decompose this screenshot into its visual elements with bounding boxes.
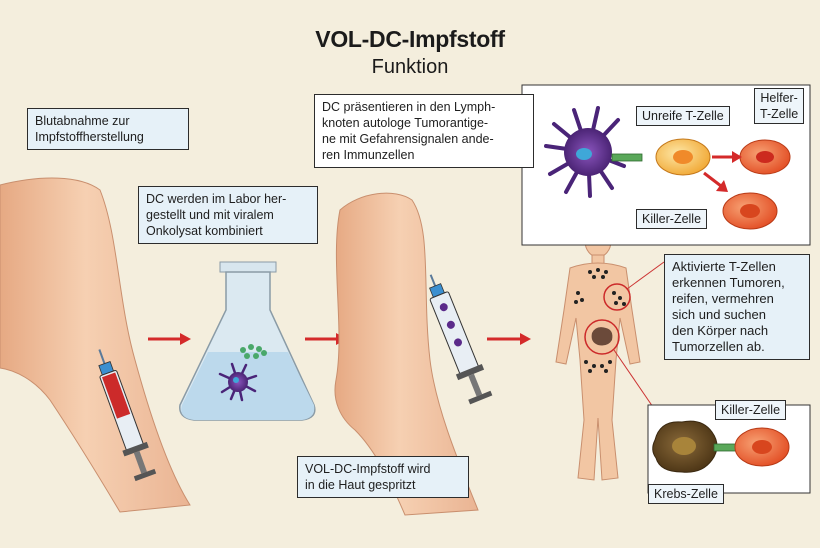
diagram-subtitle: Funktion	[371, 56, 449, 78]
diagram-title: VOL-DC-Impfstoff	[315, 26, 505, 52]
arrow-1-icon	[148, 333, 191, 345]
label-killer-cell-top: Killer-Zelle	[636, 209, 708, 229]
arrow-killer-icon	[703, 171, 728, 192]
left-arm	[0, 177, 191, 513]
step-injection-box: VOL-DC-Impfstoff wird in die Haut gespri…	[297, 456, 469, 498]
right-arm	[334, 192, 479, 516]
label-killer-cell-bottom: Killer-Zelle	[715, 400, 787, 420]
human-body-icon	[555, 224, 641, 481]
killer-t-cell-icon	[722, 192, 778, 230]
killer-cell-attack-icon	[734, 427, 790, 467]
arrow-3-icon	[487, 333, 531, 345]
dendritic-cell-icon	[544, 106, 626, 198]
helper-t-cell-icon	[739, 139, 791, 175]
lymph-node-dots	[574, 268, 626, 373]
label-immature-t-cell: Unreife T-Zelle	[636, 106, 730, 126]
immature-t-cell-icon	[655, 138, 711, 176]
lymph-highlight-circle	[603, 283, 631, 311]
step-blood-box: Blutabnahme zur Impfstoffherstellung	[27, 108, 189, 150]
step-lymph-box: DC präsentieren in den Lymph- knoten aut…	[314, 94, 534, 168]
tumor-highlight-circle	[584, 319, 620, 355]
step-activated-box: Aktivierte T-Zellen erkennen Tumoren, re…	[664, 254, 810, 360]
flask-icon	[179, 261, 316, 421]
label-cancer-cell: Krebs-Zelle	[648, 484, 724, 504]
syringe-blood-icon	[98, 349, 157, 482]
label-helper-t-cell: Helfer- T-Zelle	[754, 88, 805, 124]
cancer-cell-icon	[652, 420, 718, 473]
tumor-icon	[591, 327, 613, 346]
arrow-helper-icon	[712, 151, 742, 163]
step-lab-box: DC werden im Labor her- gestellt und mit…	[138, 186, 318, 244]
syringe-vaccine-icon	[429, 274, 493, 405]
